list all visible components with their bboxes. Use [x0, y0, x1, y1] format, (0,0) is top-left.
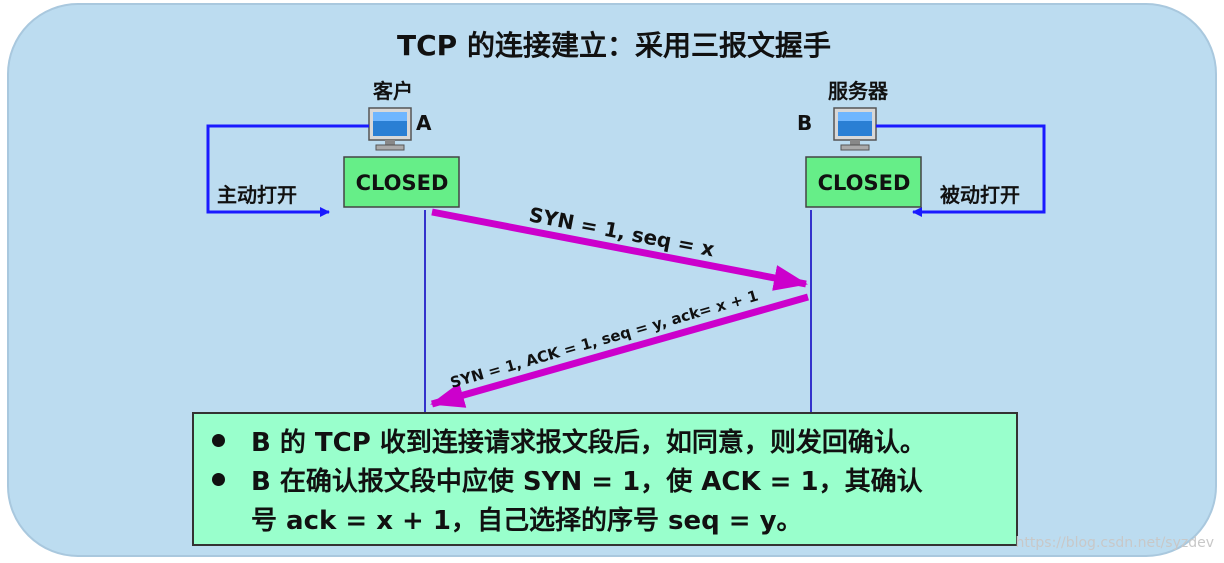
- bullet-dot-icon: [212, 473, 225, 486]
- client-computer-icon: [368, 107, 412, 151]
- client-state-label: CLOSED: [356, 171, 449, 195]
- synack-message-arrow: [430, 293, 809, 408]
- watermark: https://blog.csdn.net/syzdev: [1015, 535, 1214, 551]
- page-title: TCP 的连接建立：采用三报文握手: [397, 29, 831, 62]
- syn-message-arrow: [431, 208, 808, 291]
- server-state-label: CLOSED: [818, 171, 911, 195]
- note-box: B 的 TCP 收到连接请求报文段后，如同意，则发回确认。 B 在确认报文段中应…: [192, 412, 1018, 546]
- server-state-box: [805, 156, 922, 208]
- note-item: B 的 TCP 收到连接请求报文段后，如同意，则发回确认。: [212, 424, 1002, 462]
- client-role-label: 客户: [372, 79, 413, 103]
- server-open-label: 被动打开: [940, 183, 1020, 207]
- server-open-arrow: [876, 124, 1046, 217]
- client-letter: A: [416, 111, 432, 135]
- server-computer-icon: [833, 107, 877, 151]
- note-item-continuation: 号 ack = x + 1，自己选择的序号 seq = y。: [251, 506, 803, 536]
- client-open-arrow: [206, 124, 369, 217]
- server-role-label: 服务器: [828, 79, 889, 103]
- bullet-dot-icon: [212, 434, 225, 447]
- note-item: B 在确认报文段中应使 SYN = 1，使 ACK = 1，其确认: [212, 463, 1002, 501]
- client-state-box: [343, 156, 460, 208]
- client-open-label: 主动打开: [217, 183, 297, 207]
- server-letter: B: [797, 111, 812, 135]
